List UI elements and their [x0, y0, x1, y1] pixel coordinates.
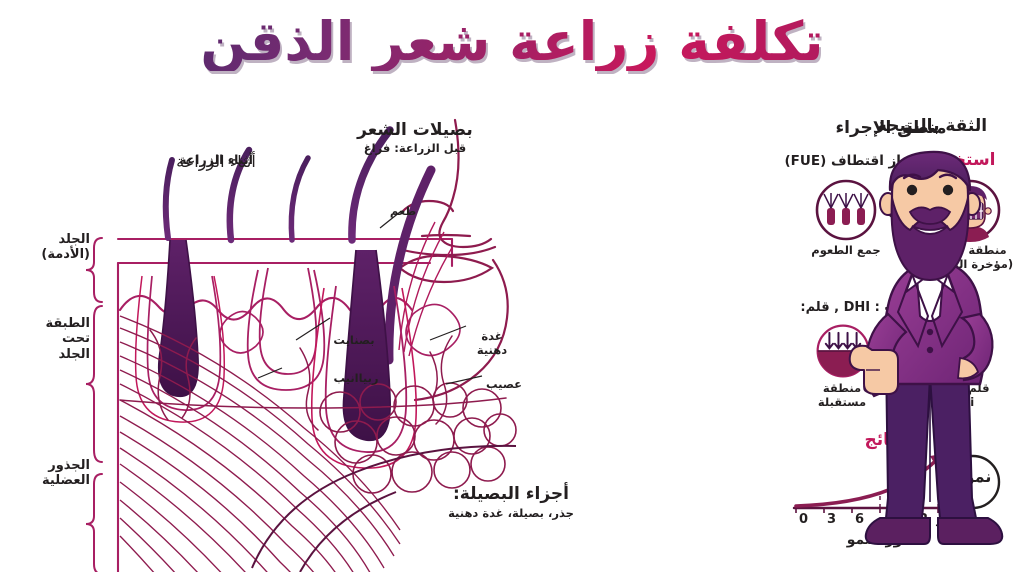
page-title: تكلفة زراعة شعر الذقن	[192, 13, 831, 71]
confidence-heading: الثقة بالنتيجة	[876, 116, 988, 136]
skin-cross-section-diagram	[85, 118, 517, 572]
hair-shafts	[162, 126, 394, 244]
follicle-parts-heading: أجزاء البصيلة:	[453, 484, 569, 504]
thumbs-up-hand	[848, 344, 899, 395]
chart-tick-0: 0	[798, 512, 808, 527]
during-transplant-label: أثناء الزراعة	[176, 152, 256, 171]
layer-label-subcutaneous-line1: الطبقة	[45, 316, 90, 331]
label-leader-lines	[257, 211, 483, 385]
left-eye	[906, 184, 918, 196]
chart-tick-6: 6	[854, 512, 864, 527]
person-trousers	[884, 354, 978, 519]
follicle-with-bulb-center	[310, 249, 418, 469]
chart-dashed-gridlines	[879, 464, 939, 508]
person-shoes	[864, 517, 1004, 545]
layer-label-subcutaneous-line3: الجلد	[58, 346, 90, 362]
right-eye	[942, 184, 954, 196]
muscle-fiber-bundle	[119, 315, 401, 572]
nerve-label: عصيب	[485, 377, 523, 391]
sebaceous-gland-label: غدة دهنية	[466, 329, 518, 358]
sebaceous-gland-label-line2: دهنية	[476, 342, 508, 357]
person-arm-on-hip	[957, 312, 994, 382]
layer-label-dermis-line1: الجلد	[58, 232, 90, 247]
follicle-with-bulb-left	[134, 239, 226, 423]
follicle-parts-footer: أجزاء البصيلة: جذر، بصيلة، غدة دهنية	[396, 484, 626, 521]
beard-shape	[890, 197, 970, 281]
left-eyebrow	[902, 173, 922, 180]
layer-label-dermis: الجلد (الأدمة)	[12, 232, 90, 263]
face-profile-outline	[397, 118, 509, 402]
graft-collection-caption-line1: جمع الطعوم	[811, 243, 881, 257]
graft-label: طعم	[389, 204, 417, 218]
sebaceous-gland-shape	[219, 303, 461, 357]
graft-unit	[823, 193, 839, 225]
mustache-shape	[908, 206, 952, 225]
follicles-heading-block: بصيلات الشعر قبل الزراعة: فراغ	[330, 120, 500, 156]
fat-lobules	[319, 382, 517, 494]
layer-label-dermis-line2: (الأدمة)	[41, 247, 90, 263]
follicle-parts-detail: جذر، بصيلة، غدة دهنية	[448, 506, 574, 520]
extraction-rest-text: جهاز اقتطاف (FUE)	[784, 153, 921, 169]
layer-label-subcutaneous-line2: تحت	[61, 331, 90, 347]
layer-label-muscle-roots-line1: الجذور	[48, 458, 90, 473]
recipient-area-caption: منطقة مستقبلة	[792, 381, 892, 409]
layer-brackets	[85, 237, 103, 572]
layer-label-muscle-roots-line2: العضلية	[42, 473, 90, 489]
person-head	[879, 150, 981, 281]
graft-hair-shaft	[384, 165, 436, 365]
layer-label-subcutaneous: الطبقة تحت الجلد	[12, 316, 90, 362]
sebaceous-gland-label-line1: غدة	[481, 329, 503, 343]
follicle-part-2-label: ربياانيب	[333, 371, 379, 385]
graft-collection-caption: جمع الطعوم	[794, 243, 898, 258]
follicles-heading: بصيلات الشعر	[357, 120, 473, 140]
before-transplant-label: قبل الزراعة: فراغ	[363, 141, 467, 155]
recipient-area-caption-line1: منطقة	[822, 381, 862, 395]
follicle-part-1-label: بصنايت	[333, 333, 375, 347]
bearded-man-illustration	[848, 150, 1004, 545]
during-transplant-label-text: أثناء الزراعة	[179, 152, 253, 167]
recipient-area-caption-line2: مستقبلة	[817, 394, 867, 409]
chart-tick-3: 3	[826, 512, 836, 527]
page-title-wrap: تكلفة زراعة شعر الذقن	[0, 13, 1024, 71]
grafts-icon	[815, 179, 877, 241]
muscle-mass-outline	[251, 444, 517, 572]
smile-shape	[911, 225, 949, 235]
person-thumbs-up-arm	[848, 312, 908, 398]
right-eyebrow	[938, 173, 958, 180]
layer-label-muscle-roots: الجذور العضلية	[12, 458, 90, 489]
procedure-heading: منطق الإجراء	[835, 118, 947, 138]
nerve-vessels	[119, 329, 507, 431]
